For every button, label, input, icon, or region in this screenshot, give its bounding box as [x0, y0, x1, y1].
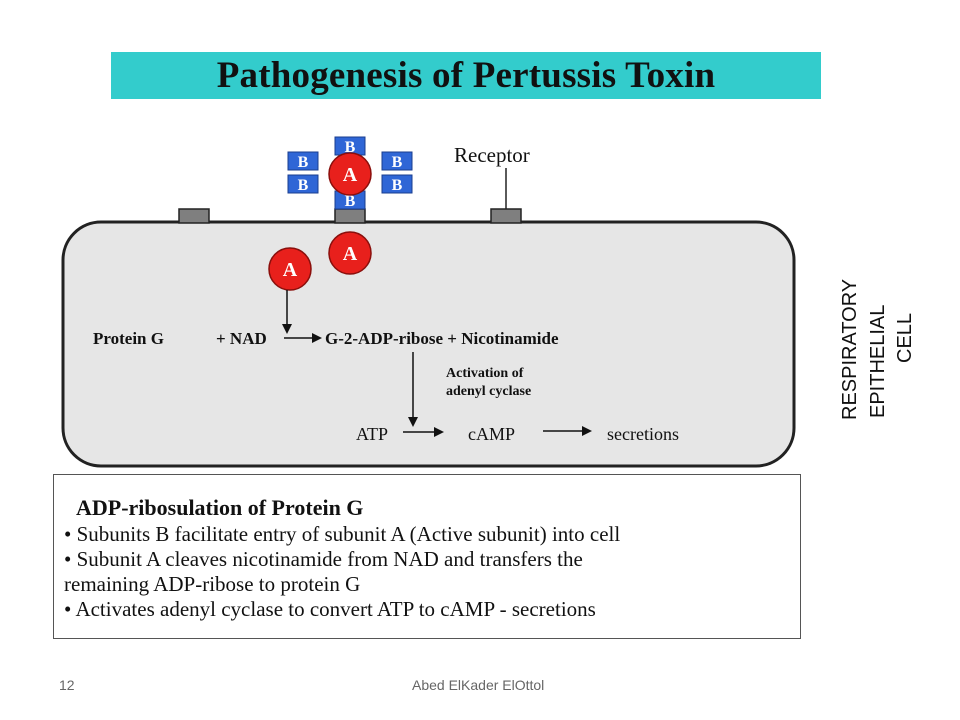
- activation-line2: adenyl cyclase: [446, 384, 531, 399]
- b-subunit-upper-right-label: B: [392, 154, 403, 171]
- receptor-label: Receptor: [454, 143, 530, 167]
- a-subunit-complex: [328, 152, 372, 196]
- toxin-b-subunits: B B B B B B: [287, 136, 413, 210]
- cell-label-line3: CELL: [894, 313, 916, 363]
- receptor-middle: [334, 208, 366, 224]
- cell-type-label: RESPIRATORY: [839, 279, 861, 420]
- protein-g-label: Protein G: [93, 329, 164, 348]
- b-subunit-lower-right-label: B: [392, 177, 403, 194]
- receptor-left: [178, 208, 210, 224]
- activation-line1: Activation of: [446, 366, 524, 381]
- b-subunit-top-label: B: [345, 139, 356, 156]
- info-bullet-2-cont: remaining ADP-ribose to protein G: [64, 572, 361, 596]
- b-subunit-upper-left-label: B: [298, 154, 309, 171]
- atp-label: ATP: [356, 424, 388, 444]
- slide-title: Pathogenesis of Pertussis Toxin: [216, 55, 716, 96]
- b-subunit-lower-left: [287, 174, 319, 194]
- info-box: ADP-ribosulation of Protein G • Subunits…: [53, 474, 801, 639]
- secretions-label: secretions: [607, 424, 679, 444]
- epithelial-cell: [61, 220, 796, 468]
- cell-label-line1: RESPIRATORY: [839, 279, 861, 420]
- a-subunit-entering-label: A: [343, 243, 358, 265]
- nad-label: + NAD: [216, 329, 267, 348]
- b-subunit-lower-left-label: B: [298, 177, 309, 194]
- title-bar: Pathogenesis of Pertussis Toxin: [111, 52, 821, 99]
- b-subunit-bottom-label: B: [345, 193, 356, 210]
- products-label: G-2-ADP-ribose + Nicotinamide: [325, 329, 559, 348]
- info-bullet-3: • Activates adenyl cyclase to convert AT…: [64, 597, 596, 621]
- b-subunit-lower-right: [381, 174, 413, 194]
- receptor-right: [490, 208, 522, 224]
- info-heading: ADP-ribosulation of Protein G: [76, 495, 364, 520]
- b-subunit-upper-left: [287, 151, 319, 171]
- info-bullet-1: • Subunits B facilitate entry of subunit…: [64, 522, 621, 546]
- author-footer: Abed ElKader ElOttol: [412, 677, 545, 693]
- a-subunit-entering: [328, 231, 372, 275]
- b-subunit-upper-right: [381, 151, 413, 171]
- a-subunit-complex-label: A: [343, 164, 358, 186]
- a-subunit-inside-label: A: [283, 259, 298, 281]
- info-bullet-2: • Subunit A cleaves nicotinamide from NA…: [64, 547, 583, 571]
- a-subunit-inside: [268, 247, 312, 291]
- page-number: 12: [59, 677, 75, 693]
- camp-label: cAMP: [468, 424, 515, 444]
- cell-label-line2: EPITHELIAL: [867, 305, 889, 418]
